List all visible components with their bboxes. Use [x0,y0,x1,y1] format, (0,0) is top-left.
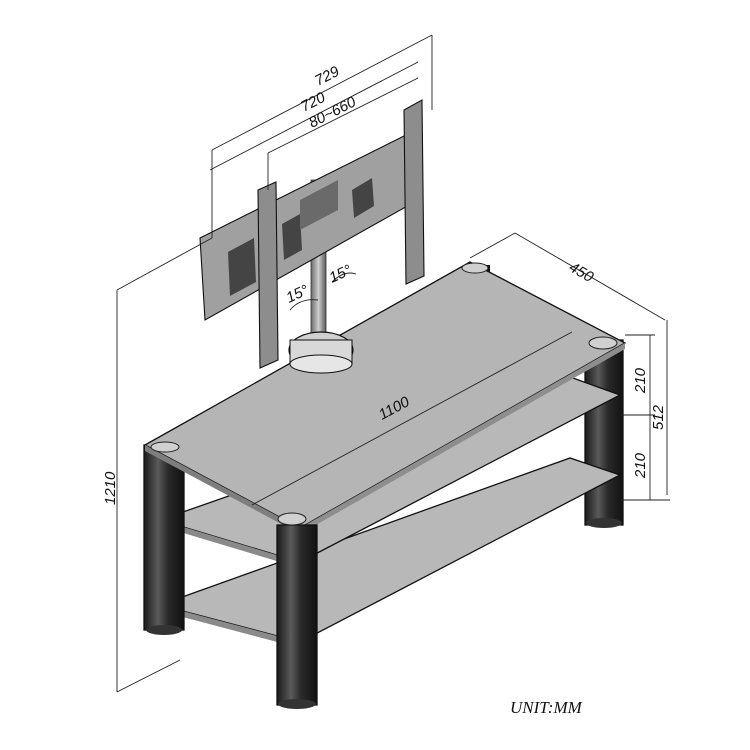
top-shelf-right-edge [300,343,625,534]
front-left-leg-foot [146,625,182,635]
back-right-leg-foot [586,518,622,528]
front-right-leg [276,524,318,706]
shelves [143,261,627,709]
tilt-left-label: 15° [284,282,312,307]
tilt-right-label: 15° [327,262,355,287]
mount-plate-slot-2 [282,214,302,260]
front-right-leg-foot [278,699,316,709]
mount-plate-slot-1 [228,238,256,296]
tv-mount: 15° 15° [199,99,425,374]
leg-cap-front-left [150,441,180,453]
dim-210-upper-label: 210 [632,367,649,394]
dim-1210-label: 1210 [102,471,119,505]
front-left-leg [143,444,185,631]
back-right-leg [584,339,624,526]
mount-plate-slot-3 [352,178,374,218]
leg-cap-front-right [277,512,307,526]
dim-729-label: 729 [312,63,343,90]
back-legs [464,265,624,528]
dim-210-lower-label: 210 [632,452,649,479]
top-shelf-front-edge [145,445,300,534]
leg-cap-back-left [461,262,489,274]
leg-cap-back-right [588,336,618,350]
tilt-arc-left [289,299,319,311]
dim-512-label: 512 [650,404,667,430]
middle-shelf-front [160,520,300,568]
dim-450-label: 450 [566,259,597,287]
mount-left-arm [257,181,279,369]
mount-base-collar-bottom [289,354,353,374]
bottom-shelf-front [160,605,300,648]
mount-plate-slot-4 [300,180,338,230]
unit-label: UNIT:MM [510,698,583,717]
tilt-arc-right [331,272,357,283]
mount-right-arm [403,99,425,285]
dimension-lines [116,34,670,693]
